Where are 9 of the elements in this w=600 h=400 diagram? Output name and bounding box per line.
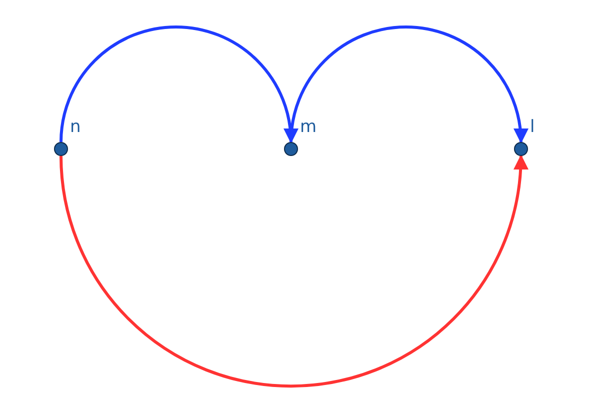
point-marker — [54, 142, 68, 156]
point-marker — [284, 142, 298, 156]
arrow — [60, 26, 298, 144]
point-marker — [514, 142, 528, 156]
point-label: l — [530, 118, 535, 136]
arrow — [60, 154, 528, 388]
point-label: m — [300, 118, 317, 136]
arrow — [290, 26, 528, 144]
point-label: n — [70, 118, 81, 136]
